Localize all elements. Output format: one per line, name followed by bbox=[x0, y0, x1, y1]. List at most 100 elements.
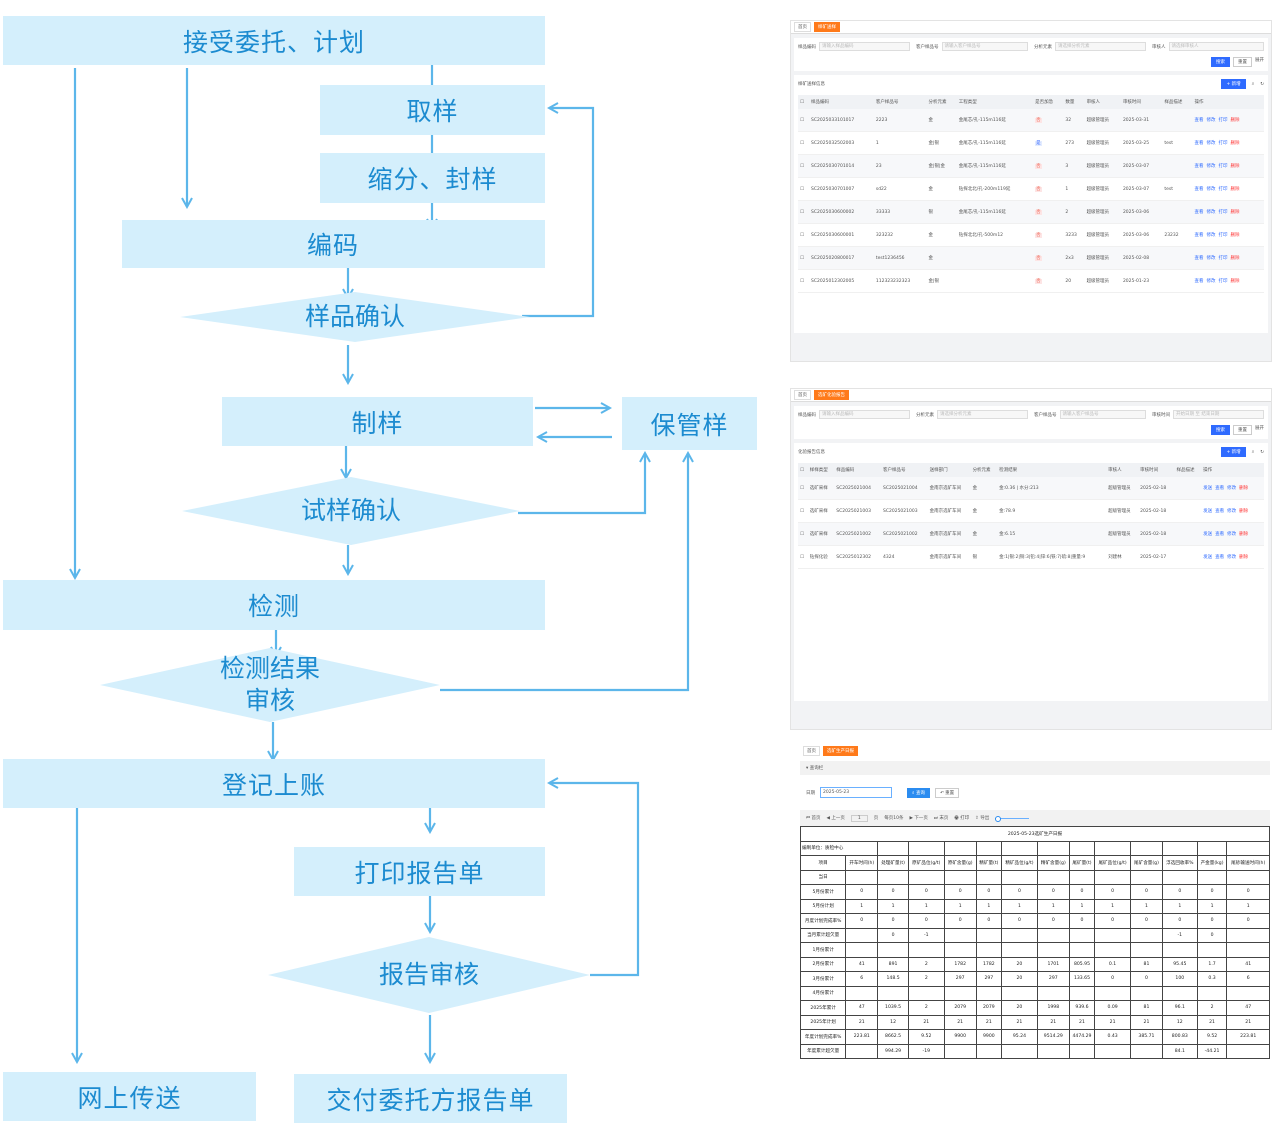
action-link[interactable]: 查看 bbox=[1194, 256, 1204, 261]
row-checkbox[interactable]: ☐ bbox=[798, 477, 808, 500]
select-all-checkbox[interactable]: ☐ bbox=[798, 463, 808, 477]
reset-button[interactable]: ↶ 重置 bbox=[934, 787, 960, 798]
action-link[interactable]: 修改 bbox=[1227, 555, 1237, 560]
toolbar-item[interactable]: 🖶 打印 bbox=[954, 814, 969, 822]
refresh-icon[interactable]: ↻ bbox=[1260, 449, 1264, 455]
action-link[interactable]: 查看 bbox=[1194, 279, 1204, 284]
zoom-slider-knob[interactable] bbox=[995, 815, 1002, 822]
date-input[interactable]: 2025-05-23 bbox=[820, 787, 892, 798]
action-link[interactable]: 删除 bbox=[1239, 555, 1249, 560]
toolbar-item[interactable]: ⇪ 导出 bbox=[975, 815, 989, 821]
filter-input[interactable]: 请选择分析元素 bbox=[937, 410, 1028, 419]
action-link[interactable]: 修改 bbox=[1206, 233, 1216, 238]
action-link[interactable]: 发送 bbox=[1203, 509, 1213, 514]
action-link[interactable]: 修改 bbox=[1206, 164, 1216, 169]
reset-button[interactable]: 重置 bbox=[1233, 57, 1252, 67]
tab-active[interactable]: 选矿化验报告 bbox=[814, 390, 849, 400]
filter-input[interactable]: 请输入样品编码 bbox=[819, 410, 910, 419]
tab-home[interactable]: 首页 bbox=[794, 390, 811, 400]
action-link[interactable]: 发送 bbox=[1203, 486, 1213, 491]
action-link[interactable]: 查看 bbox=[1194, 210, 1204, 215]
page-number-input[interactable]: 1 bbox=[850, 814, 868, 822]
search-icon[interactable]: ⌕ bbox=[1251, 450, 1255, 455]
action-link[interactable]: 删除 bbox=[1230, 141, 1240, 146]
action-link[interactable]: 查看 bbox=[1194, 141, 1204, 146]
action-link[interactable]: 修改 bbox=[1227, 532, 1237, 537]
search-icon[interactable]: ⌕ bbox=[1251, 82, 1255, 87]
action-link[interactable]: 修改 bbox=[1227, 486, 1237, 491]
action-link[interactable]: 删除 bbox=[1239, 532, 1249, 537]
action-link[interactable]: 删除 bbox=[1230, 187, 1240, 192]
action-link[interactable]: 查看 bbox=[1215, 532, 1225, 537]
row-checkbox[interactable]: ☐ bbox=[798, 545, 808, 569]
action-link[interactable]: 打印 bbox=[1218, 141, 1228, 146]
action-link[interactable]: 打印 bbox=[1218, 187, 1228, 192]
tab-daily-report[interactable]: 选矿生产日报 bbox=[823, 746, 858, 756]
action-link[interactable]: 查看 bbox=[1215, 509, 1225, 514]
action-link[interactable]: 删除 bbox=[1239, 509, 1249, 514]
add-button[interactable]: + 新增 bbox=[1221, 79, 1246, 89]
action-link[interactable]: 打印 bbox=[1218, 279, 1228, 284]
action-link[interactable]: 打印 bbox=[1218, 256, 1228, 261]
toolbar-item[interactable]: ▶ 下一页 bbox=[910, 815, 928, 821]
row-checkbox[interactable]: ☐ bbox=[798, 269, 810, 293]
action-link[interactable]: 打印 bbox=[1218, 210, 1228, 215]
action-link[interactable]: 打印 bbox=[1218, 164, 1228, 169]
action-link[interactable]: 修改 bbox=[1206, 141, 1216, 146]
action-link[interactable]: 修改 bbox=[1206, 187, 1216, 192]
action-link[interactable]: 打印 bbox=[1218, 118, 1228, 123]
action-link[interactable]: 删除 bbox=[1230, 118, 1240, 123]
tab-home[interactable]: 首页 bbox=[794, 22, 811, 32]
toolbar-item[interactable]: ◀ 上一页 bbox=[826, 815, 844, 821]
row-checkbox[interactable]: ☐ bbox=[798, 177, 810, 201]
action-link[interactable]: 查看 bbox=[1194, 233, 1204, 238]
toolbar-item[interactable]: ⏮ 首页 bbox=[806, 815, 820, 821]
expand-toggle[interactable]: 展开 bbox=[1255, 58, 1264, 63]
action-link[interactable]: 删除 bbox=[1230, 256, 1240, 261]
action-link[interactable]: 修改 bbox=[1206, 256, 1216, 261]
filter-input[interactable]: 请选择分析元素 bbox=[1055, 42, 1146, 51]
filter-input[interactable]: 请输入样品编码 bbox=[819, 42, 910, 51]
action-link[interactable]: 查看 bbox=[1194, 164, 1204, 169]
zoom-slider[interactable] bbox=[995, 815, 1030, 822]
action-link[interactable]: 查看 bbox=[1194, 118, 1204, 123]
action-link[interactable]: 修改 bbox=[1206, 210, 1216, 215]
action-link[interactable]: 修改 bbox=[1206, 118, 1216, 123]
row-checkbox[interactable]: ☐ bbox=[798, 499, 808, 523]
action-link[interactable]: 查看 bbox=[1194, 187, 1204, 192]
action-link[interactable]: 修改 bbox=[1227, 509, 1237, 514]
toolbar-item[interactable]: 每页10条 bbox=[884, 815, 903, 821]
add-button[interactable]: + 新增 bbox=[1221, 447, 1246, 457]
action-link[interactable]: 删除 bbox=[1230, 210, 1240, 215]
toolbar-item[interactable]: ⏭ 末页 bbox=[934, 815, 948, 821]
action-link[interactable]: 发送 bbox=[1203, 532, 1213, 537]
query-bar-header[interactable]: ▾ 查询栏 bbox=[800, 761, 1270, 775]
row-checkbox[interactable]: ☐ bbox=[798, 109, 810, 132]
row-checkbox[interactable]: ☐ bbox=[798, 246, 810, 270]
filter-input[interactable]: 请选择审核人 bbox=[1168, 42, 1264, 51]
select-all-checkbox[interactable]: ☐ bbox=[798, 95, 810, 109]
row-checkbox[interactable]: ☐ bbox=[798, 154, 810, 178]
action-link[interactable]: 查看 bbox=[1215, 486, 1225, 491]
search-button[interactable]: 搜索 bbox=[1211, 57, 1230, 67]
tab-active[interactable]: 样矿送样 bbox=[814, 22, 840, 32]
reset-button[interactable]: 重置 bbox=[1233, 425, 1252, 435]
action-link[interactable]: 删除 bbox=[1230, 164, 1240, 169]
action-link[interactable]: 删除 bbox=[1230, 233, 1240, 238]
action-link[interactable]: 删除 bbox=[1230, 279, 1240, 284]
refresh-icon[interactable]: ↻ bbox=[1260, 81, 1264, 87]
action-link[interactable]: 打印 bbox=[1218, 233, 1228, 238]
row-checkbox[interactable]: ☐ bbox=[798, 131, 810, 155]
query-button[interactable]: ⌕ 查询 bbox=[907, 787, 930, 798]
row-checkbox[interactable]: ☐ bbox=[798, 522, 808, 546]
action-link[interactable]: 发送 bbox=[1203, 555, 1213, 560]
action-link[interactable]: 查看 bbox=[1215, 555, 1225, 560]
action-link[interactable]: 修改 bbox=[1206, 279, 1216, 284]
search-button[interactable]: 搜索 bbox=[1211, 425, 1230, 435]
filter-input[interactable]: 开始日期 至 结束日期 bbox=[1173, 410, 1264, 419]
row-checkbox[interactable]: ☐ bbox=[798, 200, 810, 224]
filter-input[interactable]: 请输入客户样品号 bbox=[941, 42, 1028, 51]
expand-toggle[interactable]: 展开 bbox=[1255, 426, 1264, 431]
action-link[interactable]: 删除 bbox=[1239, 486, 1249, 491]
tab-home[interactable]: 首页 bbox=[803, 746, 820, 756]
